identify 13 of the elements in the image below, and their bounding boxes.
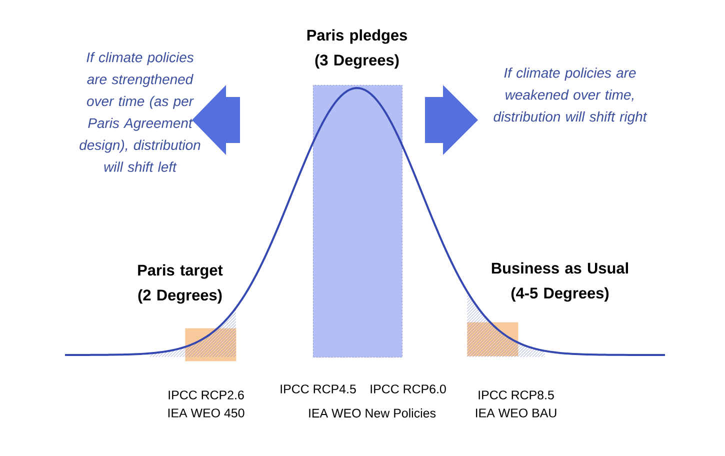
scenario-label: IEA WEO 450 (168, 408, 244, 418)
heading: Paris pledges (3 Degrees) (307, 29, 407, 69)
scenario-label: IPCC RCP6.0 (370, 384, 446, 394)
note-text: If climate policies are strengthened over time (as per Paris Agreement design), distribution will shift left (80, 52, 200, 172)
scenario-label: IEA WEO New Policies (309, 408, 436, 418)
heading: Business as Usual (4-5 Degrees) (492, 262, 628, 302)
heading: Paris target (2 Degrees) (138, 264, 223, 304)
scenario-label: IPCC RCP4.5 (280, 384, 356, 394)
scenario-label: IPCC RCP2.6 (168, 390, 244, 400)
scenario-label: IPCC RCP8.5 (478, 390, 554, 400)
temperature-band (313, 85, 402, 358)
note-text: If climate policies are weakened over time, distribution will shift right (494, 68, 648, 124)
scenario-label: IEA WEO BAU (476, 408, 556, 418)
